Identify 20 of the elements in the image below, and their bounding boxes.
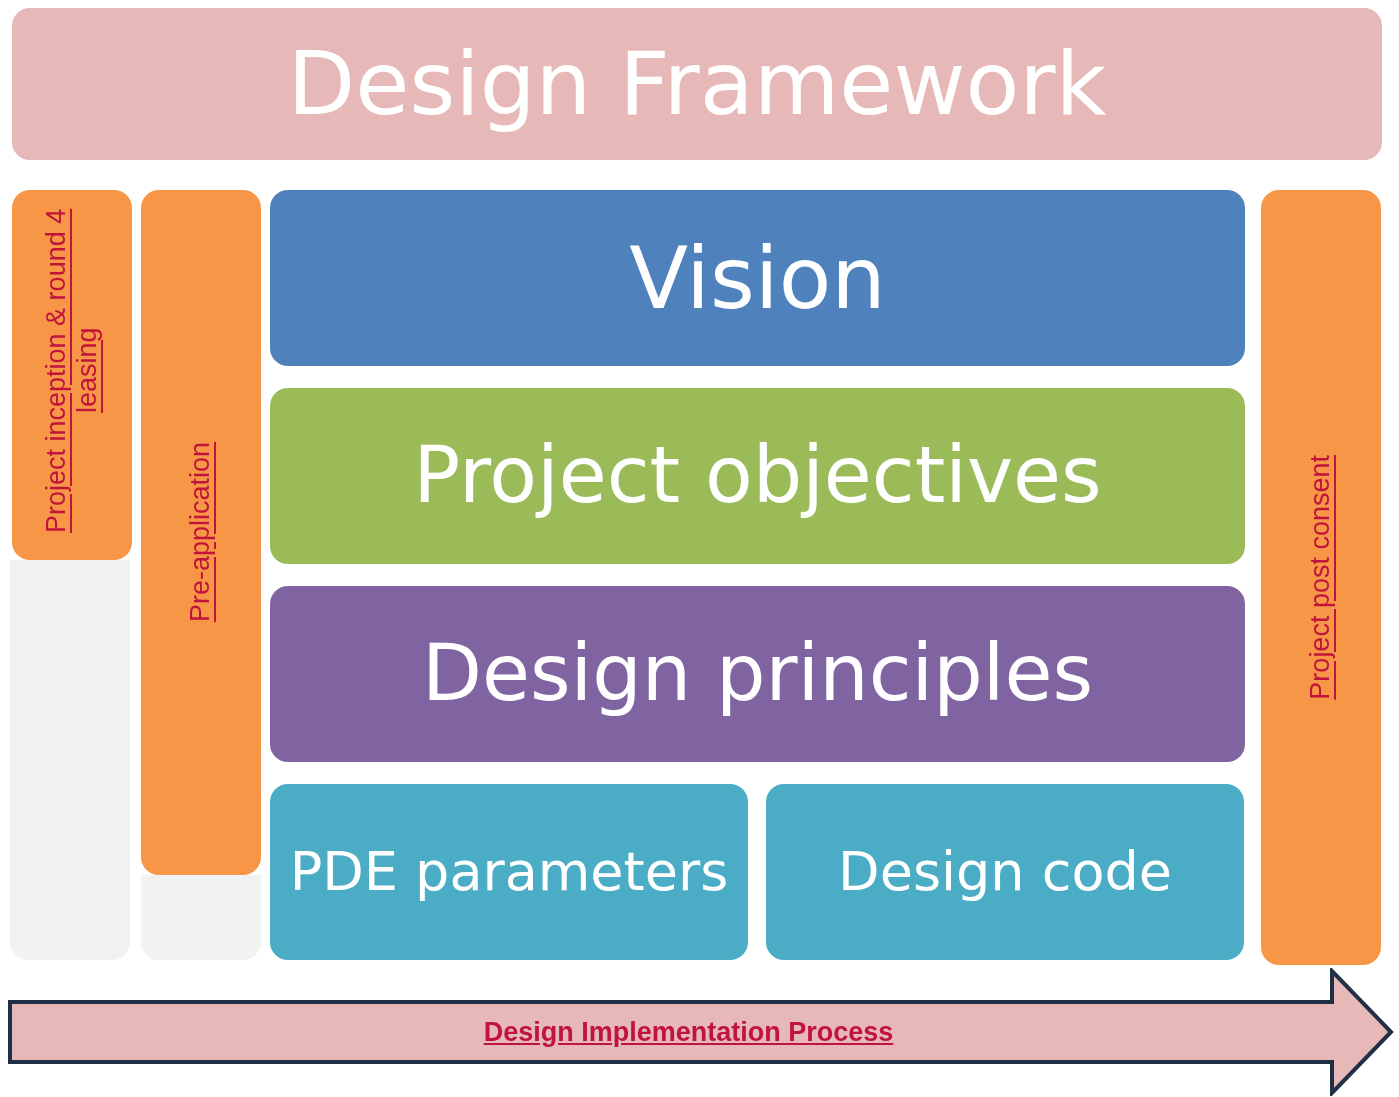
heading-text: Design Framework [286, 35, 1108, 133]
title-banner [12, 8, 1382, 160]
heading-text: Design principles [420, 631, 1095, 717]
stage-link: Pre-application [185, 442, 217, 623]
layer-box [270, 586, 1245, 762]
heading-text: PDE parameters [288, 842, 730, 902]
heading-text: Vision [628, 230, 887, 326]
process-label: Design Implementation Process [483, 1016, 894, 1048]
stage-bar [141, 190, 261, 875]
stage-link: Project post consent [1305, 455, 1337, 700]
stage-bar [12, 190, 132, 560]
layer-box [766, 784, 1244, 960]
stage-bar [1261, 190, 1381, 965]
heading-text: Project objectives [412, 433, 1103, 519]
heading-text: Design code [837, 842, 1173, 902]
stage-link: Project inception & round 4 leasing [40, 208, 103, 533]
layer-box [270, 784, 748, 960]
layer-box [270, 388, 1245, 564]
layer-box [270, 190, 1245, 366]
process-arrow [6, 968, 1396, 1096]
